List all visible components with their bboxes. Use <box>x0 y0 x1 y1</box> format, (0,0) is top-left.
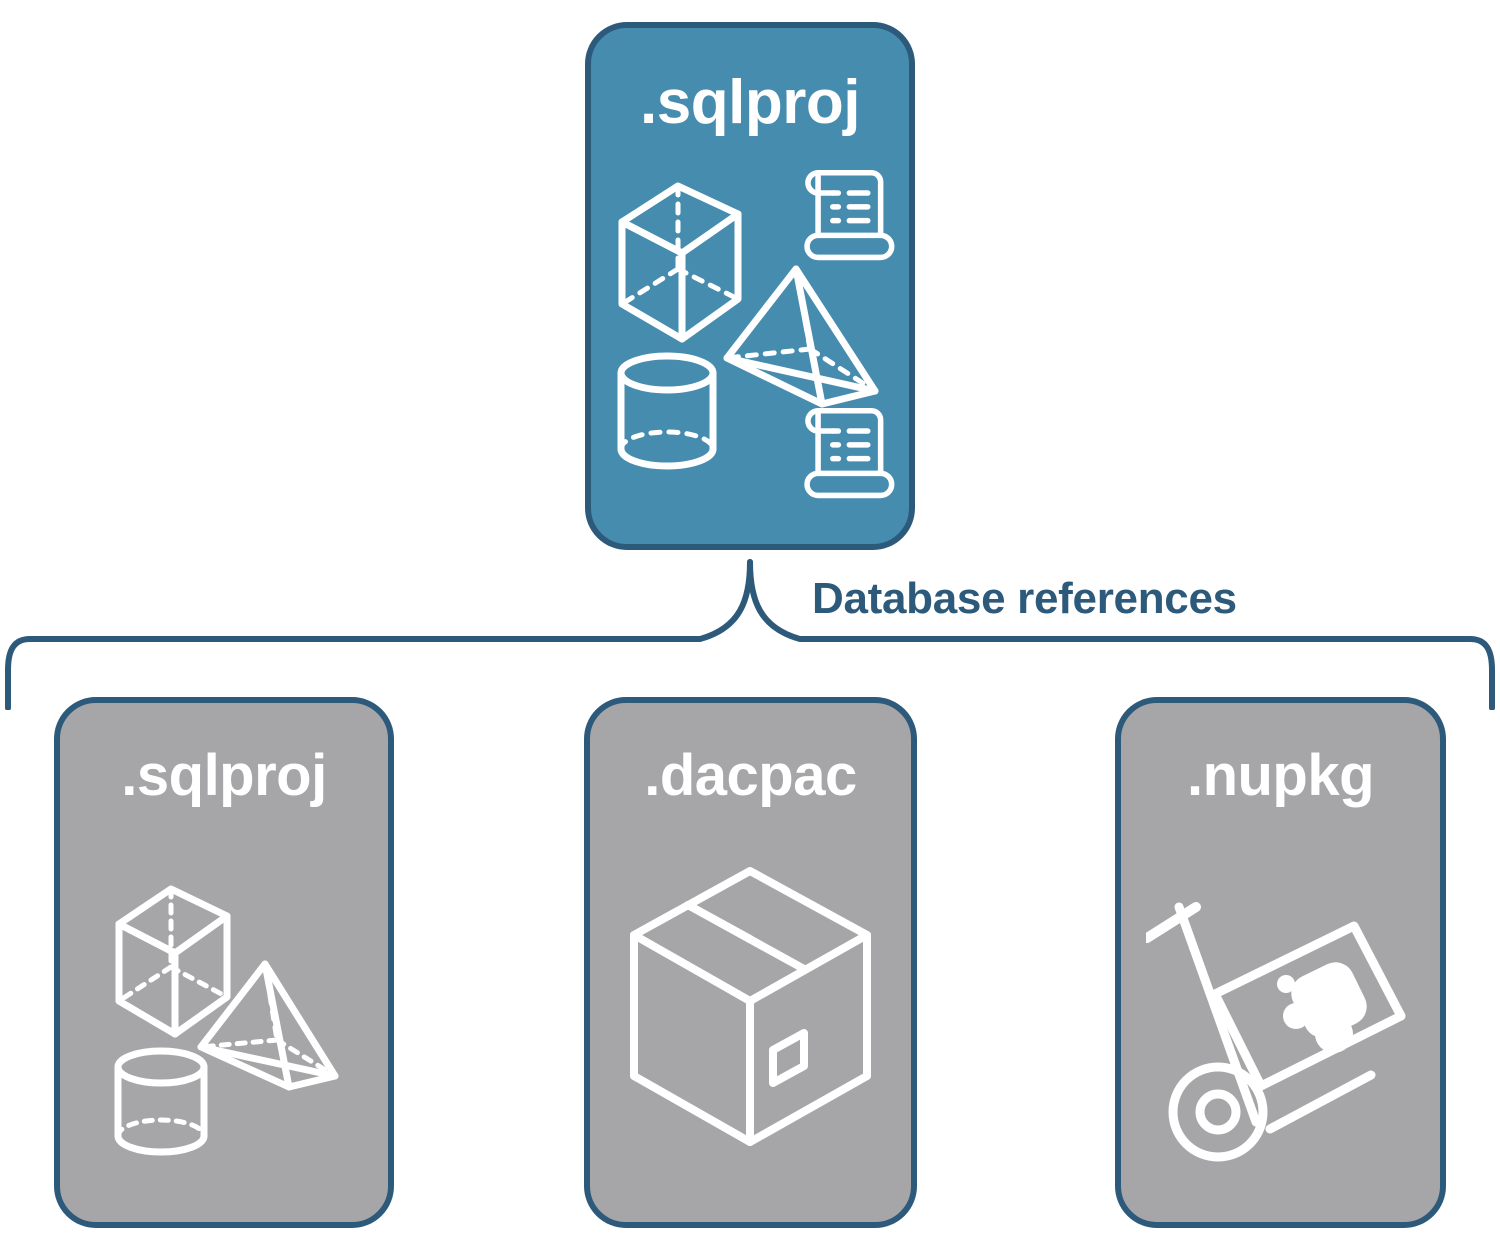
dolly-wheel-icon <box>1168 1062 1267 1161</box>
wireframe-cube-icon <box>618 182 742 343</box>
node-artwork-ref-dacpac <box>590 805 911 1222</box>
node-card-root-sqlproj[interactable]: .sqlproj <box>585 22 915 550</box>
node-label-ref-dacpac: .dacpac <box>644 743 857 808</box>
node-label-root: .sqlproj <box>640 68 860 137</box>
node-artwork-ref-sqlproj <box>60 805 388 1222</box>
node-card-ref-dacpac[interactable]: .dacpac <box>584 697 917 1228</box>
wireframe-pyramid-icon <box>197 960 339 1090</box>
node-artwork-ref-nupkg <box>1121 805 1440 1222</box>
wireframe-pyramid-icon <box>723 265 879 408</box>
node-label-ref-nupkg: .nupkg <box>1186 743 1375 808</box>
brace-label: Database references <box>812 574 1237 623</box>
wireframe-cylinder-icon <box>617 352 717 470</box>
node-artwork-root <box>591 134 909 544</box>
brace-shape <box>5 559 1495 711</box>
root-icon-group <box>617 170 895 499</box>
node-card-ref-nupkg[interactable]: .nupkg <box>1115 697 1446 1228</box>
script-scroll-icon <box>804 408 895 499</box>
wireframe-cube-icon <box>115 885 231 1037</box>
database-references-brace <box>0 540 1500 711</box>
hand-truck-package-icon <box>1145 901 1405 1161</box>
package-box-icon <box>630 866 871 1146</box>
ref-sqlproj-icon-group <box>114 885 339 1155</box>
nuget-glyph <box>1276 961 1367 1053</box>
node-card-ref-sqlproj[interactable]: .sqlproj <box>54 697 394 1228</box>
script-scroll-icon <box>804 170 895 261</box>
wireframe-cylinder-icon <box>114 1047 208 1155</box>
node-label-ref-sqlproj: .sqlproj <box>121 743 327 808</box>
